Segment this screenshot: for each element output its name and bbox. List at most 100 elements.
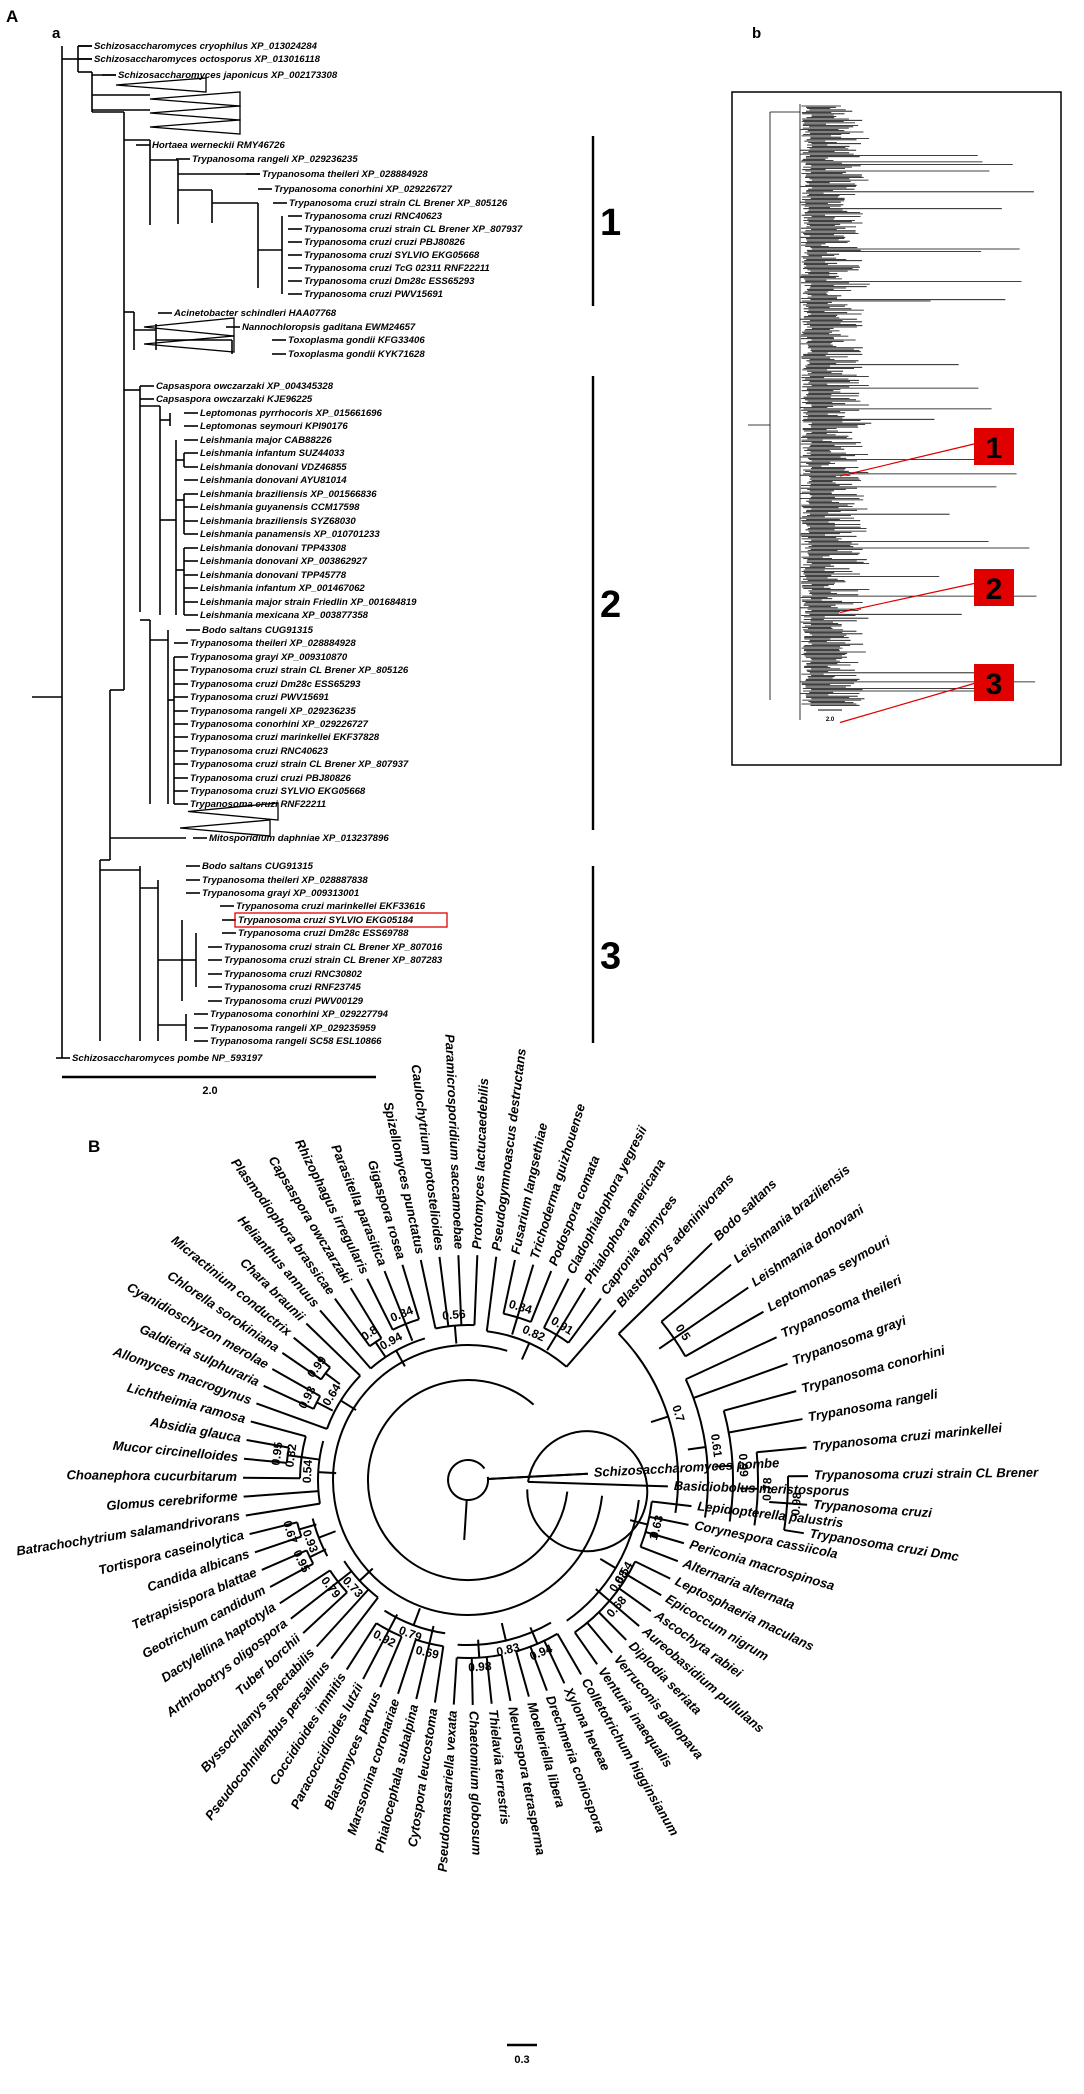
leaf-branch	[249, 1521, 298, 1536]
leaf-branch	[728, 1418, 803, 1434]
branch	[595, 1588, 611, 1602]
branch	[404, 1323, 414, 1342]
tree-a-taxon-label: Leishmania donovani VDZ46855	[200, 462, 347, 473]
clade-b-number: 3	[986, 668, 1003, 701]
circular-taxon-label: Choanephora cucurbitarum	[66, 1467, 237, 1484]
tree-a-taxon-label: Trypanosoma conorhini XP_029226727	[274, 184, 453, 195]
leaf-branch	[433, 1646, 445, 1703]
tree-a-taxon-label: Trypanosoma cruzi RNC40623	[304, 211, 443, 222]
collapsed-clade-triangle	[143, 317, 235, 337]
support-value: 0.54	[300, 1459, 315, 1483]
leaf-branch	[256, 1402, 328, 1430]
support-value: 0.84	[507, 1297, 534, 1317]
leaf-branch	[269, 1562, 314, 1588]
branch	[453, 1325, 458, 1344]
tree-a-taxon-label: Trypanosoma cruzi strain CL Brener XP_80…	[190, 759, 409, 770]
tree-a-taxon-label: Trypanosoma cruzi strain CL Brener XP_80…	[289, 198, 508, 209]
leaf-branch	[245, 1502, 321, 1517]
tree-a-taxon-label: Leishmania donovani TPP45778	[200, 570, 347, 581]
tree-b-frame	[731, 91, 1062, 766]
clade-number: 2	[600, 584, 621, 626]
support-value: 0.99	[304, 1353, 329, 1380]
support-value: 1	[646, 1531, 661, 1542]
collapsed-clade-triangle	[115, 77, 207, 93]
tree-a-taxon-label: Leishmania braziliensis XP_001566836	[200, 489, 377, 500]
leaf-branch	[383, 1270, 407, 1325]
support-value: 0.82	[282, 1443, 299, 1468]
tree-a-taxon-label: Trypanosoma cruzi PWV15691	[304, 289, 443, 300]
branch	[395, 1350, 406, 1367]
support-value: 0.98	[788, 1491, 804, 1516]
leaf-branch	[645, 1531, 685, 1545]
leaf-branch	[515, 1651, 530, 1697]
branch	[428, 1625, 435, 1644]
support-value: 0.61	[708, 1433, 725, 1458]
collapsed-clade-triangle	[149, 105, 241, 121]
clade-b-number: 1	[986, 432, 1003, 465]
branch	[318, 1530, 336, 1539]
tree-a-taxon-label: Capsaspora owczarzaki XP_004345328	[156, 381, 334, 392]
leaf-branch	[673, 1286, 749, 1340]
support-value: 0.92	[371, 1627, 398, 1650]
branch	[477, 1639, 481, 1658]
branch	[769, 1500, 788, 1505]
leaf-branch	[756, 1446, 807, 1454]
branch	[546, 1334, 558, 1351]
support-value: 0.99	[736, 1453, 751, 1477]
tree-a-taxon-label: Trypanosoma cruzi Dm28c ESS65293	[304, 276, 475, 287]
panel-label-b: b	[752, 25, 761, 42]
clade-b-pointer	[839, 443, 975, 477]
tree-a-taxon-label: Leishmania guyanensis CCM17598	[200, 502, 360, 513]
branch	[650, 1415, 669, 1423]
backbone-arc	[367, 1379, 569, 1581]
leaf-branch	[660, 1263, 732, 1323]
leaf-branch	[415, 1643, 431, 1700]
tree-a-taxon-label: Leishmania infantum SUZ44033	[200, 448, 345, 459]
collapsed-clade-triangle	[187, 802, 279, 821]
rectangular-tree-a: Schizosaccharomyces cryophilus XP_013024…	[32, 41, 621, 1097]
branch	[340, 1399, 357, 1411]
backbone-arc	[526, 1430, 649, 1553]
tree-a-taxon-label: Leishmania panamensis XP_010701233	[200, 529, 380, 540]
backbone-arc	[332, 1343, 604, 1616]
leaf-branch	[529, 1270, 553, 1323]
leaf-branch	[685, 1336, 778, 1381]
support-value: 0.68	[604, 1593, 630, 1620]
leaf-branch	[243, 1476, 301, 1480]
tree-a-taxon-label: Trypanosoma cruzi Dm28c ESS65293	[190, 679, 361, 690]
support-value: 0.83	[495, 1640, 521, 1659]
root-arc	[447, 1459, 490, 1501]
support-value: 0.7	[669, 1403, 687, 1423]
tree-a-taxon-label: Schizosaccharomyces cryophilus XP_013024…	[94, 41, 318, 52]
tree-a-taxon-label: Leishmania donovani TPP43308	[200, 543, 347, 554]
branch	[374, 1341, 387, 1358]
tree-a-taxon-label: Trypanosoma grayi XP_009310870	[190, 652, 348, 663]
leaf-branch	[651, 1500, 692, 1508]
leaf-branch	[290, 1580, 339, 1620]
leaf-branch	[438, 1256, 450, 1327]
leaf-branch	[485, 1256, 498, 1332]
scale-label-B: 0.3	[514, 2054, 529, 2066]
tree-b-stem	[770, 104, 801, 720]
circular-taxon-label: Chaetomium globosum	[466, 1711, 484, 1856]
leaf-branch	[419, 1259, 437, 1329]
leaf-branch	[254, 1535, 302, 1554]
tree-a-taxon-label: Leishmania braziliensis SYZ68030	[200, 516, 356, 527]
circular-taxon-label: Trypanosoma cruzi strain CL Brener	[814, 1465, 1039, 1483]
tree-a-taxon-label: Trypanosoma cruzi RNF22211	[190, 799, 326, 810]
leaf-branch	[305, 1322, 361, 1377]
leaf-branch	[279, 1569, 331, 1605]
leaf-branch	[608, 1599, 640, 1627]
tree-a-taxon-label: Leishmania major strain Friedlin XP_0016…	[200, 597, 417, 608]
support-value: 0.69	[414, 1643, 440, 1662]
branch	[318, 1471, 337, 1475]
leaf-branch	[315, 1588, 370, 1648]
clade-b-box	[974, 428, 1014, 465]
tree-a-taxon-label: Schizosaccharomyces pombe NP_593197	[72, 1053, 263, 1064]
branch	[287, 1454, 306, 1459]
tree-a-taxon-label: Toxoplasma gondii KYK71628	[288, 349, 425, 360]
leaf-branch	[330, 1596, 379, 1660]
branch	[316, 1401, 334, 1412]
leaf-branch	[334, 1298, 371, 1347]
branch	[324, 1372, 341, 1385]
